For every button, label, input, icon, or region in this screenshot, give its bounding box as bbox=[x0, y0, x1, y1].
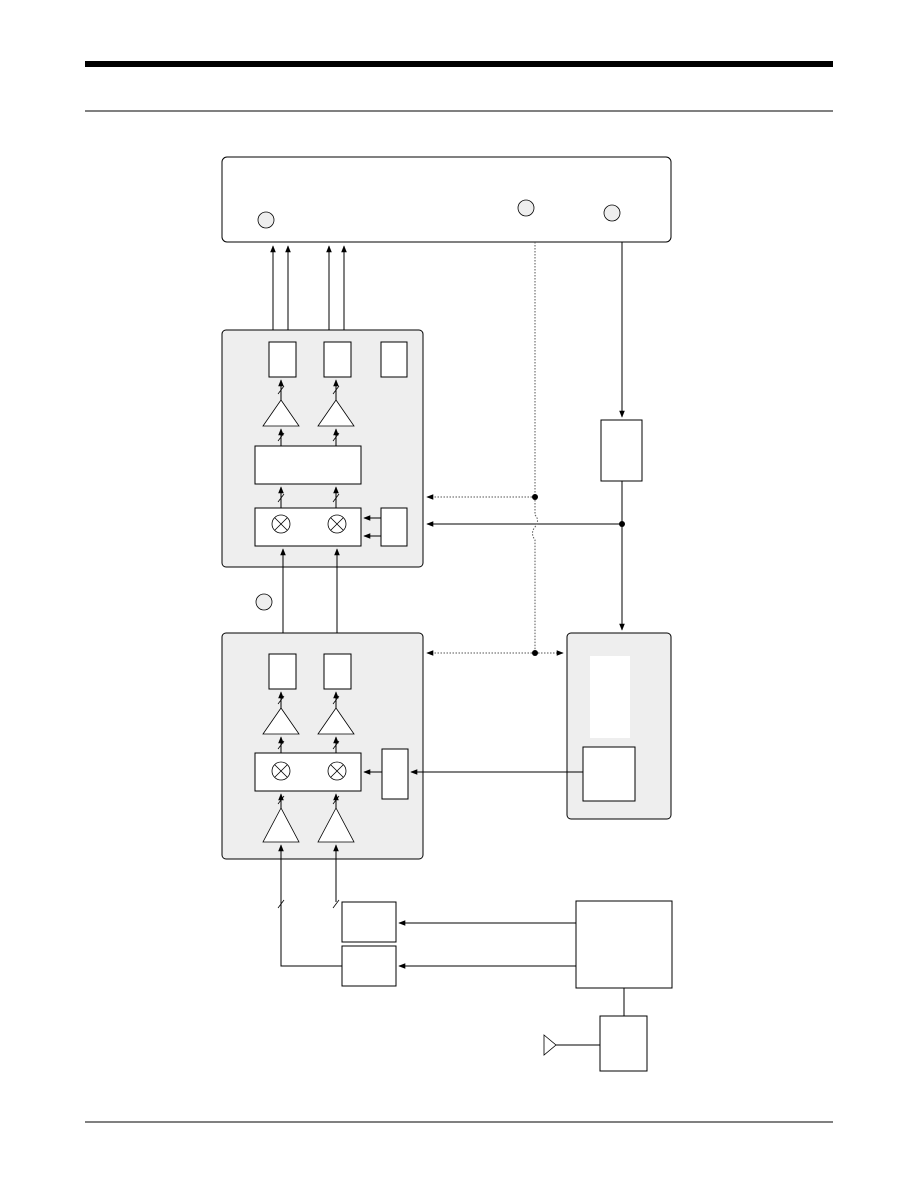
lower-panel bbox=[221, 632, 424, 860]
lower-amp-top-right bbox=[317, 707, 355, 735]
lower-amp-bottom-left bbox=[262, 807, 300, 843]
upper-aux-block bbox=[380, 341, 408, 378]
upper-lo-block bbox=[380, 507, 408, 547]
lower-output-block-left bbox=[268, 653, 297, 690]
input-block-upper bbox=[341, 901, 397, 943]
upper-bus-slashes bbox=[277, 385, 340, 503]
dotted-control-bus bbox=[426, 242, 564, 656]
lower-bus-slashes bbox=[277, 695, 340, 805]
junction-dot-right bbox=[619, 521, 625, 527]
lower-mixers bbox=[271, 761, 347, 781]
header-thick-rule bbox=[85, 61, 833, 67]
input-block-lower bbox=[341, 945, 397, 987]
lower-amplifiers-top bbox=[262, 707, 355, 735]
junction-dot-bus-lower bbox=[532, 650, 538, 656]
upper-amplifiers bbox=[262, 399, 355, 427]
upper-output-block-left bbox=[268, 341, 297, 378]
upper-filter-block bbox=[254, 445, 362, 485]
right-lower-display-area bbox=[590, 656, 630, 738]
lower-amp-top-left bbox=[262, 707, 300, 735]
upper-output-block-right bbox=[323, 341, 352, 378]
antenna-icon bbox=[543, 1034, 557, 1056]
top-block-port-left bbox=[257, 211, 275, 229]
right-module-block bbox=[600, 419, 643, 482]
input-links bbox=[278, 844, 342, 967]
output-lines bbox=[270, 245, 347, 342]
lower-amplifiers-bottom bbox=[262, 807, 355, 843]
top-block-port-right bbox=[603, 204, 621, 222]
right-lower-oscillator-block bbox=[582, 746, 636, 802]
upper-amp-right bbox=[317, 399, 355, 427]
top-system-block bbox=[221, 156, 672, 243]
input-bus-slashes bbox=[277, 899, 340, 909]
lower-output-block-right bbox=[323, 653, 352, 690]
receiver-block bbox=[599, 1015, 648, 1072]
top-block-port-middle bbox=[517, 199, 535, 217]
junction-dot-bus-upper bbox=[532, 494, 538, 500]
source-block bbox=[575, 900, 673, 989]
upper-mixers bbox=[271, 514, 347, 534]
inter-panel-port bbox=[255, 593, 273, 611]
lower-lo-block bbox=[381, 748, 409, 800]
lower-amp-bottom-right bbox=[317, 807, 355, 843]
upper-amp-left bbox=[262, 399, 300, 427]
